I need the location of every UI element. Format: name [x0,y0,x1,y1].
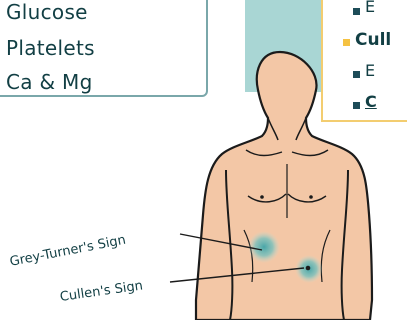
body-outline [196,52,372,320]
grey-turner-bruise [248,231,280,263]
nipple [260,195,264,199]
navel [306,266,311,271]
nipple [309,195,313,199]
